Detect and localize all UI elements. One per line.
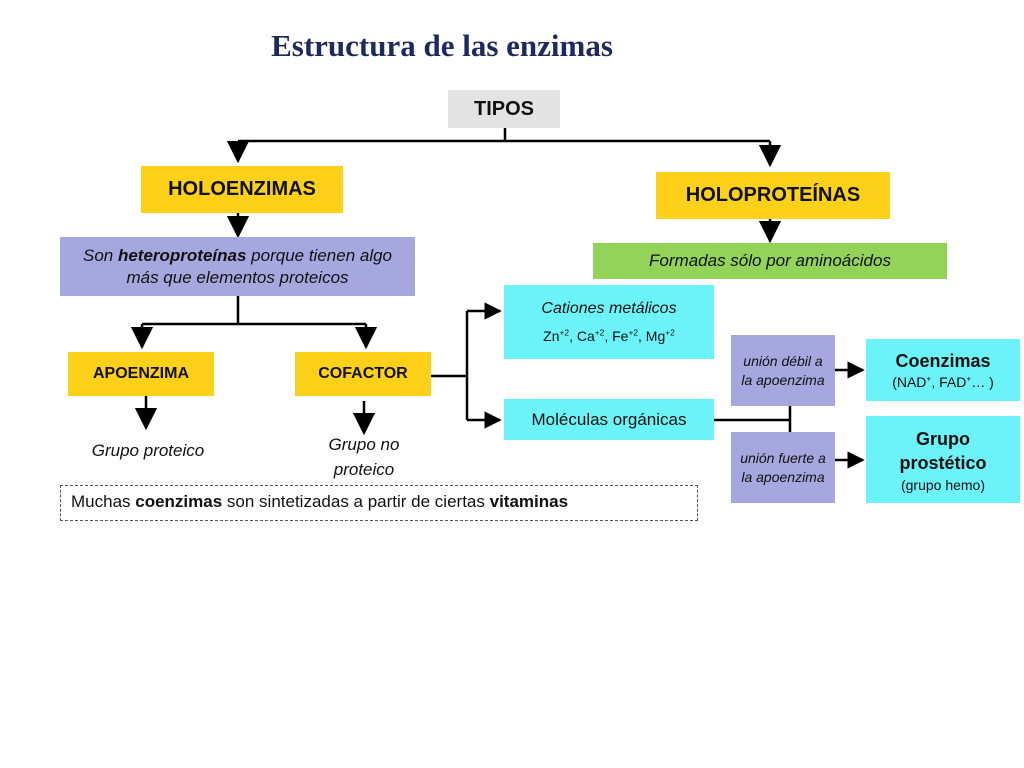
holoproteinas-box: HOLOPROTEÍNAS	[656, 172, 890, 219]
coenzimas-title: Coenzimas	[895, 350, 991, 371]
holoenzimas-label: HOLOENZIMAS	[168, 178, 316, 200]
grupo-prostetico-title: Grupo prostético	[899, 428, 987, 473]
cationes-box: Cationes metálicos Zn+2, Ca+2, Fe+2, Mg+…	[504, 285, 714, 359]
apoenzima-box: APOENZIMA	[68, 352, 214, 396]
heteroproteinas-term: heteroproteínas	[117, 245, 247, 265]
cationes-ions: Zn+2, Ca+2, Fe+2, Mg+2	[543, 327, 675, 344]
coenzimas-box: Coenzimas (NAD+, FAD+… )	[866, 339, 1020, 401]
tipos-label: TIPOS	[473, 97, 534, 120]
moleculas-label: Moléculas orgánicas	[531, 409, 687, 429]
grupo-no-proteico-label: Grupo no proteico	[328, 435, 400, 479]
coenzimas-term: coenzimas	[135, 492, 223, 511]
formadas-box: Formadas sólo por aminoácidos	[593, 243, 947, 279]
union-debil-box: unión débil a la apoenzima	[731, 335, 835, 406]
grupo-prostetico-box: Grupo prostético (grupo hemo)	[866, 416, 1020, 503]
apoenzima-label: APOENZIMA	[93, 365, 189, 382]
vitaminas-note: Muchas coenzimas son sintetizadas a part…	[60, 485, 698, 521]
holoenzimas-box: HOLOENZIMAS	[141, 166, 343, 213]
formadas-label: Formadas sólo por aminoácidos	[649, 251, 891, 270]
holoproteinas-label: HOLOPROTEÍNAS	[685, 184, 861, 206]
cofactor-label: COFACTOR	[318, 365, 408, 382]
grupo-proteico-label: Grupo proteico	[91, 441, 205, 460]
cationes-title: Cationes metálicos	[541, 300, 677, 317]
coenzimas-examples: (NAD+, FAD+… )	[892, 372, 994, 390]
grupo-prostetico-sub: (grupo hemo)	[900, 476, 986, 493]
page-title: Estructura de las enzimas	[271, 28, 613, 63]
tipos-box: TIPOS	[448, 90, 560, 128]
vitaminas-term: vitaminas	[489, 492, 569, 511]
moleculas-box: Moléculas orgánicas	[504, 399, 714, 440]
union-fuerte-label: unión fuerte a la apoenzima	[740, 449, 826, 485]
union-debil-label: unión débil a la apoenzima	[741, 352, 825, 388]
heteroproteinas-description: Son heteroproteínas porque tienen algo m…	[60, 237, 415, 296]
union-fuerte-box: unión fuerte a la apoenzima	[731, 432, 835, 503]
cofactor-box: COFACTOR	[295, 352, 431, 396]
